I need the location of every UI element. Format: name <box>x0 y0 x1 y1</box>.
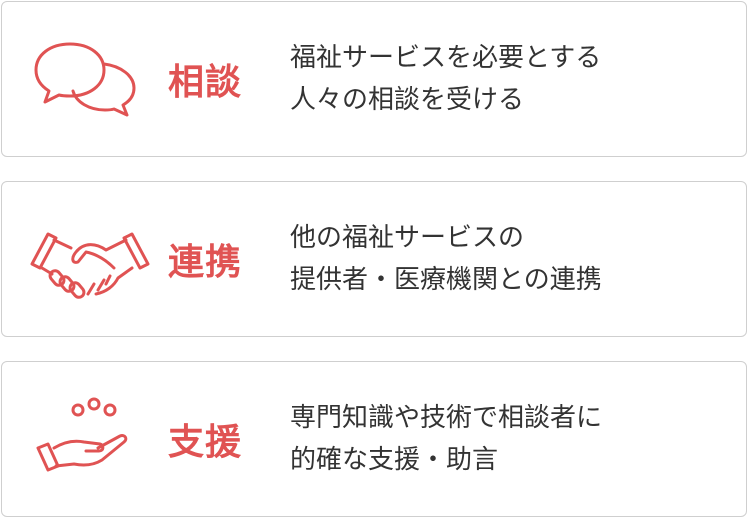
desc-line: 的確な支援・助言 <box>290 445 499 475</box>
desc-line: 福祉サービスを必要とする <box>290 43 602 73</box>
card-description: 福祉サービスを必要とする 人々の相談を受ける <box>290 37 601 121</box>
card-collaboration: 連携 他の福祉サービスの 提供者・医療機関との連携 <box>1 181 747 337</box>
card-description: 他の福祉サービスの 提供者・医療機関との連携 <box>290 217 602 301</box>
card-consultation: 相談 福祉サービスを必要とする 人々の相談を受ける <box>1 1 747 157</box>
card-title: 相談 <box>168 62 243 103</box>
card-title: 支援 <box>168 422 243 463</box>
desc-line: 提供者・医療機関との連携 <box>290 265 602 295</box>
speech-bubbles-icon <box>30 30 150 130</box>
card-support: 支援 専門知識や技術で相談者に 的確な支援・助言 <box>1 361 747 517</box>
desc-line: 他の福祉サービスの <box>290 223 525 253</box>
card-title: 連携 <box>168 242 243 283</box>
desc-line: 専門知識や技術で相談者に <box>290 403 603 433</box>
desc-line: 人々の相談を受ける <box>290 85 525 115</box>
card-description: 専門知識や技術で相談者に 的確な支援・助言 <box>290 397 602 481</box>
helping-hand-icon <box>30 390 150 490</box>
handshake-icon <box>30 210 150 310</box>
